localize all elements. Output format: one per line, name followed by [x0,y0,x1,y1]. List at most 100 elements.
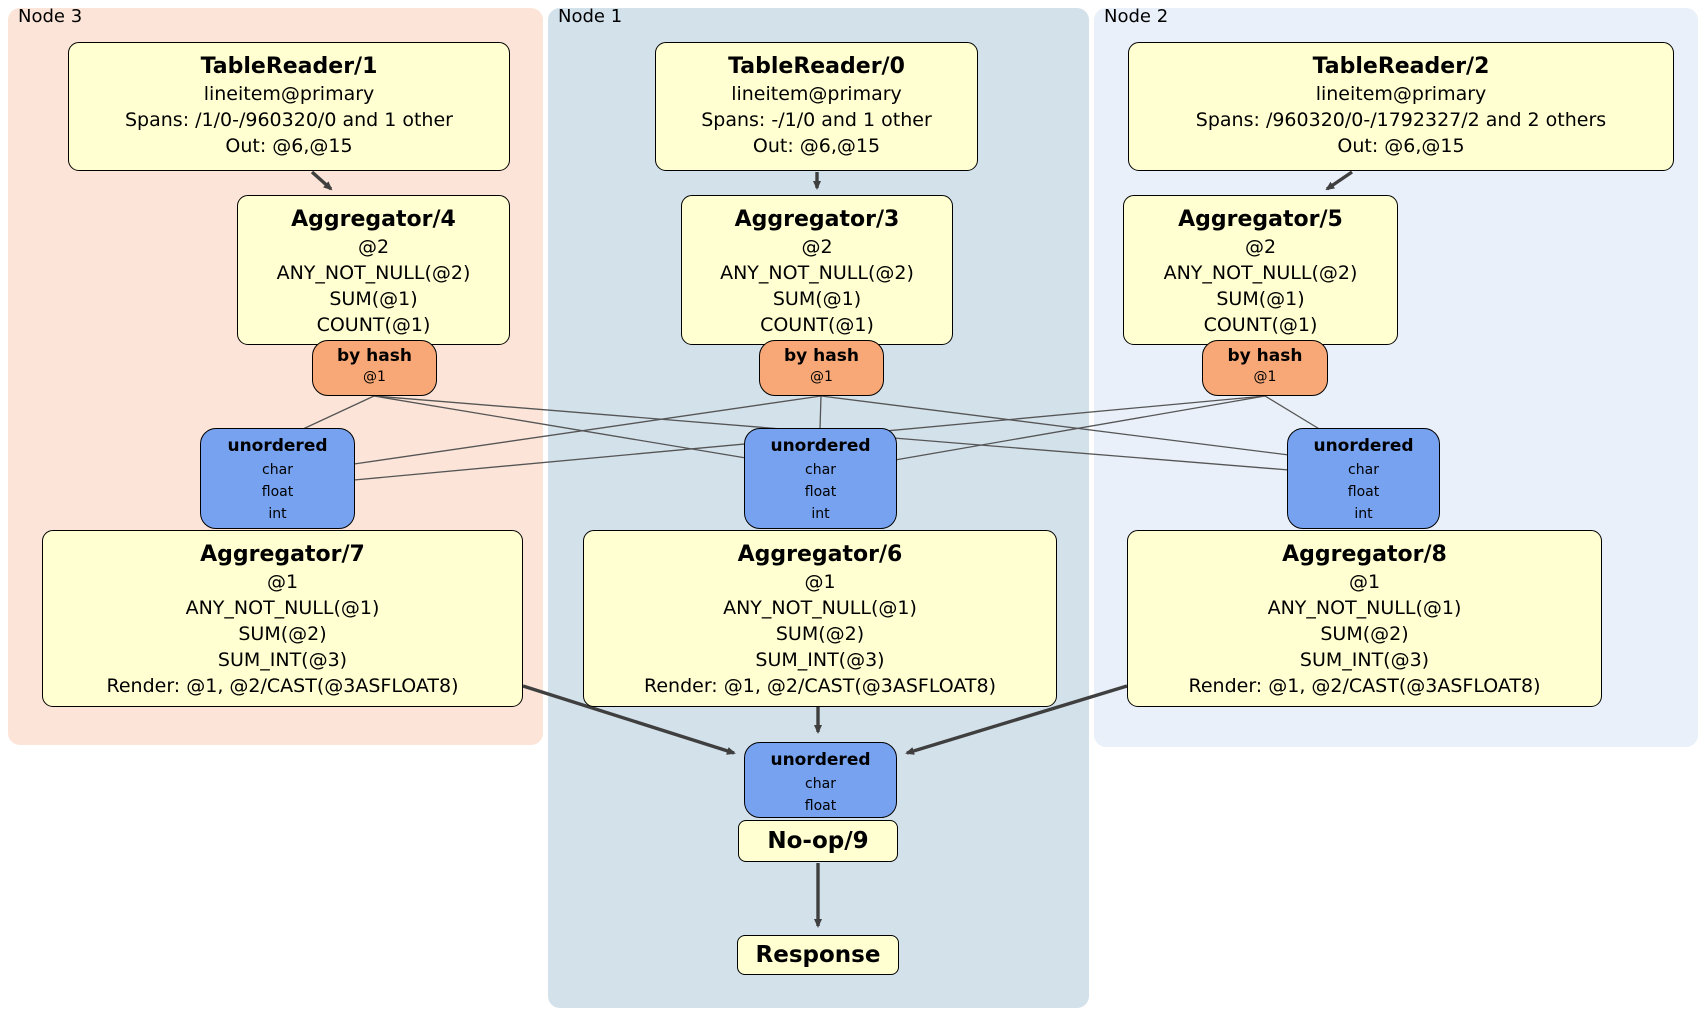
processor-line: Out: @6,@15 [1337,135,1465,157]
router-detail: @1 [810,369,833,385]
processor-line: ANY_NOT_NULL(@2) [720,262,914,284]
processor-tablereader-1: TableReader/1 lineitem@primary Spans: /1… [68,42,510,171]
processor-title: Aggregator/3 [734,207,900,232]
sync-column: float [804,484,837,500]
processor-title: Aggregator/7 [200,542,365,567]
processor-line: SUM(@1) [772,288,862,310]
edge-router-center-sync-right [820,395,1290,456]
processor-aggregator-6: Aggregator/6 @1 ANY_NOT_NULL(@1) SUM(@2)… [583,530,1057,707]
processor-response: Response [737,935,899,975]
processor-line: Render: @1, @2/CAST(@3ASFLOAT8) [106,675,459,697]
processor-line: @2 [1244,236,1277,258]
sync-title: unordered [1313,436,1414,456]
processor-tablereader-0: TableReader/0 lineitem@primary Spans: -/… [655,42,978,171]
sync-unordered-center: unordered char float int [744,428,897,529]
router-title: by hash [1227,346,1303,366]
sync-unordered-right: unordered char float int [1287,428,1440,529]
edge-aggregator8-final-sync [905,684,1128,755]
router-title: by hash [784,346,859,366]
edge-router-center-sync-center [819,395,822,430]
processor-line: SUM_INT(@3) [217,649,348,671]
processor-line: SUM(@1) [329,288,418,310]
processor-line: COUNT(@1) [316,314,431,336]
edge-router-left-sync-left [302,395,375,430]
processor-line: SUM_INT(@3) [755,649,885,671]
router-title: by hash [337,346,412,366]
sync-column: float [261,484,294,500]
processor-title: Aggregator/5 [1178,207,1343,232]
processor-aggregator-5: Aggregator/5 @2 ANY_NOT_NULL(@2) SUM(@1)… [1123,195,1398,345]
sync-column: char [1348,462,1379,478]
panel-label-node1: Node 1 [558,6,623,27]
sync-title: unordered [770,750,871,770]
processor-title: Aggregator/4 [291,207,456,232]
processor-line: ANY_NOT_NULL(@2) [276,262,471,284]
processor-line: SUM_INT(@3) [1299,649,1430,671]
processor-title: TableReader/0 [728,54,905,79]
edge-router-right-sync-center [894,395,1266,461]
sync-column: char [805,776,836,792]
sync-column: char [805,462,836,478]
processor-title: TableReader/1 [200,54,378,79]
edge-router-left-sync-center [373,395,747,459]
sync-unordered-left: unordered char float int [200,428,355,529]
processor-line: @2 [801,236,833,258]
edge-router-right-sync-right [1264,395,1322,431]
router-detail: @1 [363,369,386,385]
processor-line: @1 [1348,571,1381,593]
processor-aggregator-3: Aggregator/3 @2 ANY_NOT_NULL(@2) SUM(@1)… [681,195,953,345]
processor-line: @1 [266,571,299,593]
processor-line: Render: @1, @2/CAST(@3ASFLOAT8) [1188,675,1541,697]
processor-line: SUM(@1) [1216,288,1305,310]
processor-line: lineitem@primary [1315,83,1487,105]
processor-line: lineitem@primary [731,83,902,105]
router-by-hash-center: by hash @1 [759,340,884,396]
edge-tablereader2-aggregator5 [1325,170,1353,191]
processor-line: Out: @6,@15 [752,135,881,157]
processor-line: Out: @6,@15 [225,135,353,157]
processor-line: ANY_NOT_NULL(@2) [1163,262,1358,284]
processor-line: SUM(@2) [1320,623,1409,645]
sync-column: int [811,506,830,522]
processor-line: ANY_NOT_NULL(@1) [723,597,917,619]
processor-title: Response [755,941,881,968]
sync-title: unordered [770,436,871,456]
sync-column: float [1347,484,1380,500]
processor-title: Aggregator/6 [737,542,903,567]
sync-column: float [804,798,837,814]
processor-title: TableReader/2 [1312,54,1490,79]
processor-tablereader-2: TableReader/2 lineitem@primary Spans: /9… [1128,42,1674,171]
edge-tablereader1-aggregator4 [310,170,333,191]
processor-line: COUNT(@1) [1203,314,1318,336]
processor-line: Spans: /1/0-/960320/0 and 1 other [125,109,453,131]
processor-line: ANY_NOT_NULL(@1) [1267,597,1462,619]
processor-title: No-op/9 [767,827,869,854]
router-by-hash-left: by hash @1 [312,340,437,396]
processor-title: Aggregator/8 [1282,542,1447,567]
processor-line: @1 [804,571,836,593]
panel-label-node3: Node 3 [18,6,83,27]
sync-title: unordered [227,436,328,456]
panel-label-node2: Node 2 [1104,6,1169,27]
edge-aggregator7-final-sync [522,684,736,755]
router-by-hash-right: by hash @1 [1202,340,1328,396]
processor-line: @2 [357,236,390,258]
processor-aggregator-8: Aggregator/8 @1 ANY_NOT_NULL(@1) SUM(@2)… [1127,530,1602,707]
processor-line: COUNT(@1) [760,314,874,336]
sync-column: int [1354,506,1373,522]
processor-noop-9: No-op/9 [738,820,898,862]
processor-aggregator-7: Aggregator/7 @1 ANY_NOT_NULL(@1) SUM(@2)… [42,530,523,707]
router-detail: @1 [1253,369,1277,385]
processor-line: SUM(@2) [775,623,865,645]
sync-column: char [262,462,293,478]
processor-line: lineitem@primary [203,83,375,105]
processor-line: Spans: /960320/0-/1792327/2 and 2 others [1195,109,1607,131]
edge-router-center-sync-left [353,395,822,465]
processor-line: ANY_NOT_NULL(@1) [185,597,380,619]
sync-unordered-final: unordered char float [744,742,897,818]
processor-line: SUM(@2) [238,623,327,645]
processor-aggregator-4: Aggregator/4 @2 ANY_NOT_NULL(@2) SUM(@1)… [237,195,510,345]
processor-line: Spans: -/1/0 and 1 other [701,109,932,131]
